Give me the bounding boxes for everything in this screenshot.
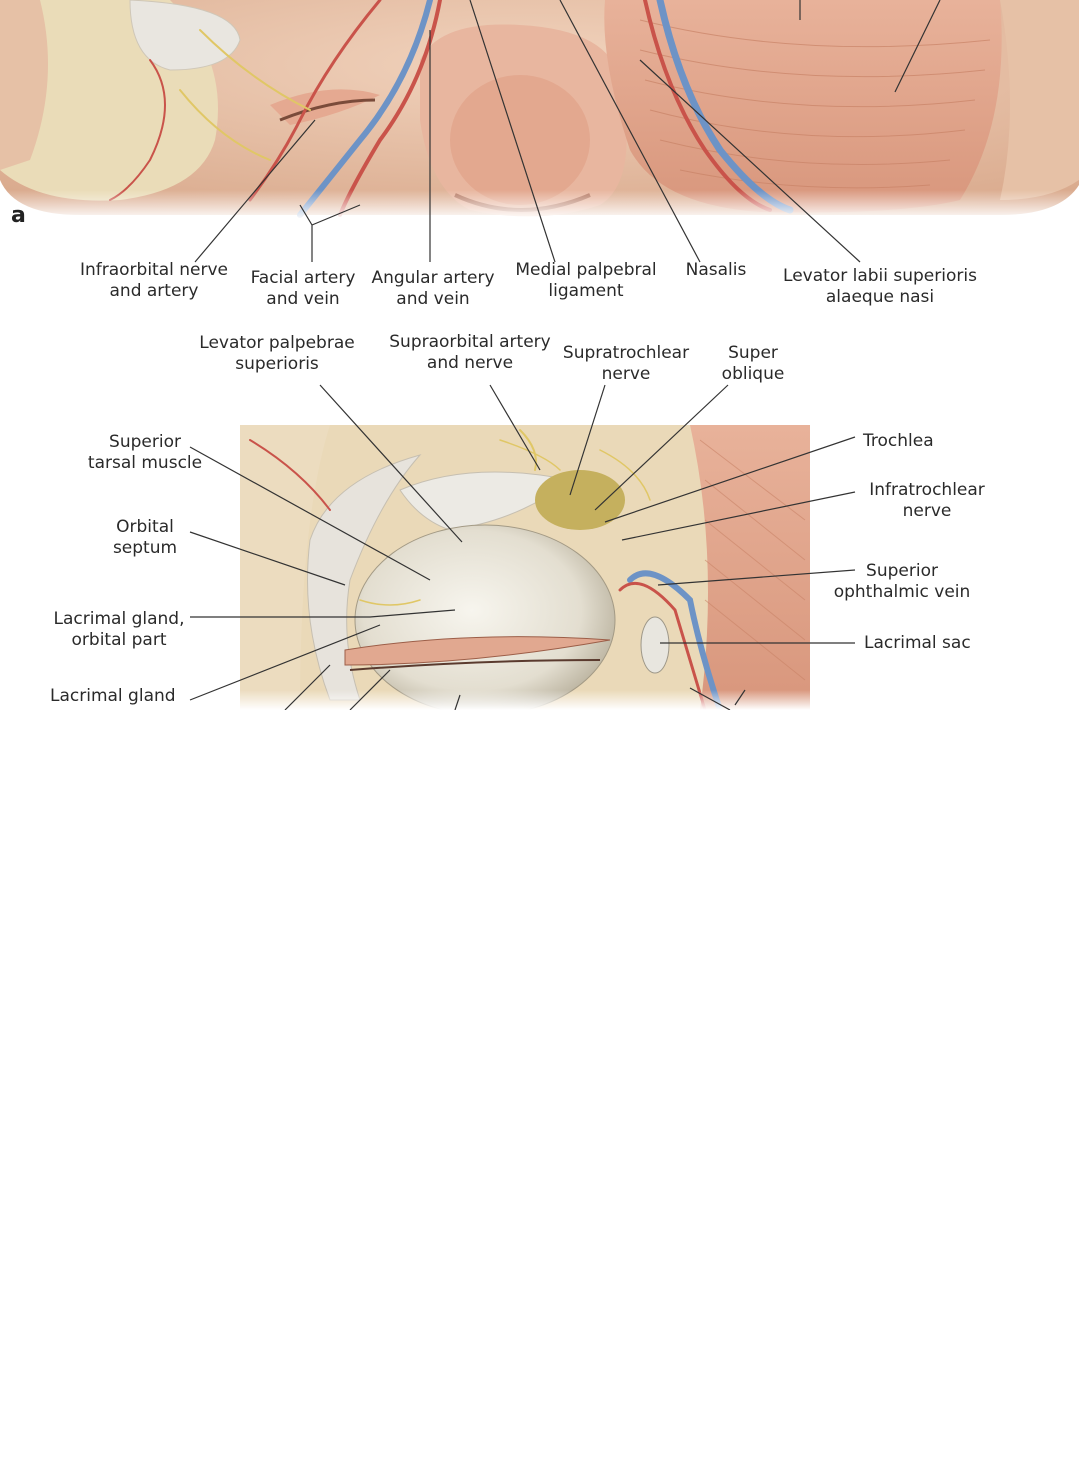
label-superior-ophthalmic-vein: Superior ophthalmic vein xyxy=(833,561,971,602)
label-supraorbital-artery-nerve: Supraorbital artery and nerve xyxy=(389,332,551,373)
label-supratrochlear-nerve: Supratrochlear nerve xyxy=(562,343,690,384)
label-superior-tarsal-muscle: Superior tarsal muscle xyxy=(87,432,203,473)
panel-letter-a: a xyxy=(11,203,26,228)
label-nasalis: Nasalis xyxy=(685,260,747,280)
label-levator-palpebrae-superioris: Levator palpebrae superioris xyxy=(199,333,355,374)
face-panel xyxy=(0,0,1079,220)
leader-lines-top xyxy=(194,0,941,263)
label-levator-labii-superioris: Levator labii superioris alaeque nasi xyxy=(783,266,977,307)
label-orbital-septum: Orbital septum xyxy=(112,517,178,558)
anatomy-figure: a Infraorbital nerve and artery Facial a… xyxy=(0,0,1079,710)
label-facial-artery-vein: Facial artery and vein xyxy=(250,268,356,309)
orbit-panel xyxy=(240,425,810,710)
label-trochlea: Trochlea xyxy=(863,431,934,451)
label-infratrochlear-nerve: Infratrochlear nerve xyxy=(869,480,985,521)
label-medial-palpebral-ligament: Medial palpebral ligament xyxy=(515,260,657,301)
anatomy-illustration xyxy=(0,0,1079,710)
label-angular-artery-vein: Angular artery and vein xyxy=(371,268,495,309)
label-lacrimal-sac: Lacrimal sac xyxy=(864,633,971,653)
leader-lines-bottom xyxy=(189,384,856,710)
label-superior-oblique: Super oblique xyxy=(721,343,785,384)
blank-area xyxy=(0,710,1079,1477)
label-lacrimal-gland: Lacrimal gland xyxy=(50,686,176,706)
label-lacrimal-gland-orbital-part: Lacrimal gland, orbital part xyxy=(53,609,185,650)
label-infraorbital-nerve-artery: Infraorbital nerve and artery xyxy=(79,260,229,301)
